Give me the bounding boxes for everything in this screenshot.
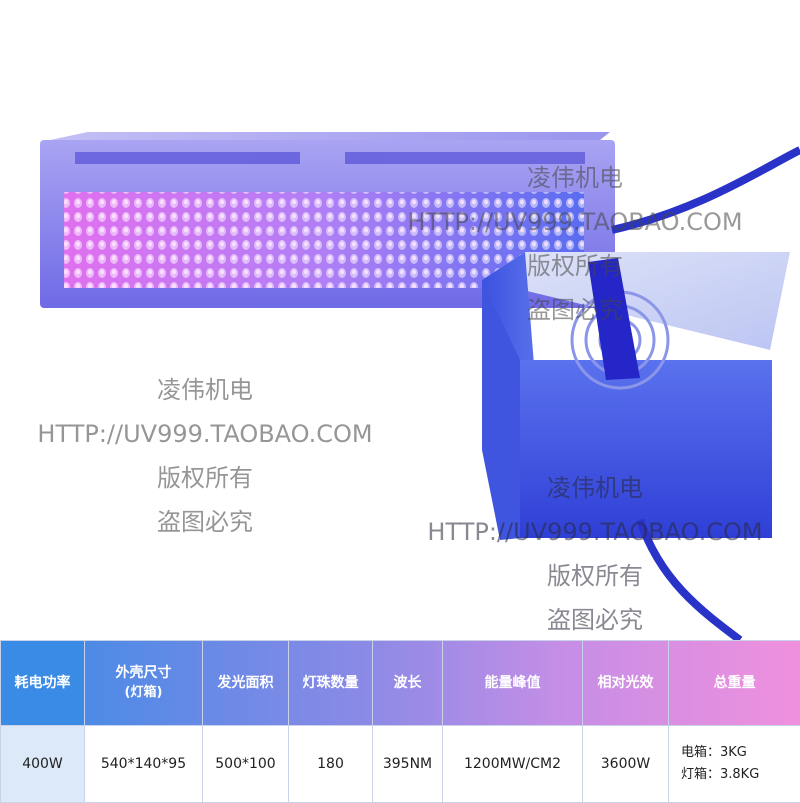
value-efficacy: 3600W (583, 726, 669, 803)
value-peak-energy: 1200MW/CM2 (443, 726, 583, 803)
product-photo: 凌伟机电 HTTP://UV999.TAOBAO.COM 版权所有 盗图必究 凌… (0, 0, 800, 640)
header-power: 耗电功率 (1, 641, 85, 726)
watermark-top-right: 凌伟机电 HTTP://UV999.TAOBAO.COM 版权所有 盗图必究 (390, 156, 760, 332)
weight-lamp: 灯箱：3.8KG (671, 764, 798, 786)
header-weight: 总重量 (669, 641, 800, 726)
value-area: 500*100 (203, 726, 289, 803)
spec-value-row: 400W 540*140*95 500*100 180 395NM 1200MW… (1, 726, 800, 803)
value-size: 540*140*95 (85, 726, 203, 803)
header-bead-count: 灯珠数量 (289, 641, 373, 726)
spec-table: 耗电功率 外壳尺寸 (灯箱) 发光面积 灯珠数量 波长 能量峰值 相对光效 总重… (0, 640, 800, 803)
value-weight: 电箱：3KG 灯箱：3.8KG (669, 726, 800, 803)
watermark-bottom-right: 凌伟机电 HTTP://UV999.TAOBAO.COM 版权所有 盗图必究 (410, 466, 780, 640)
value-power: 400W (1, 726, 85, 803)
spec-header-row: 耗电功率 外壳尺寸 (灯箱) 发光面积 灯珠数量 波长 能量峰值 相对光效 总重… (1, 641, 800, 726)
weight-box: 电箱：3KG (671, 742, 798, 764)
header-size-label: 外壳尺寸 (116, 665, 172, 681)
lamp-top-face (50, 132, 610, 140)
header-area: 发光面积 (203, 641, 289, 726)
header-size-sub: (灯箱) (87, 683, 200, 703)
header-wavelength: 波长 (373, 641, 443, 726)
value-wavelength: 395NM (373, 726, 443, 803)
watermark-left: 凌伟机电 HTTP://UV999.TAOBAO.COM 版权所有 盗图必究 (20, 368, 390, 544)
value-bead-count: 180 (289, 726, 373, 803)
header-peak-energy: 能量峰值 (443, 641, 583, 726)
header-size: 外壳尺寸 (灯箱) (85, 641, 203, 726)
header-efficacy: 相对光效 (583, 641, 669, 726)
